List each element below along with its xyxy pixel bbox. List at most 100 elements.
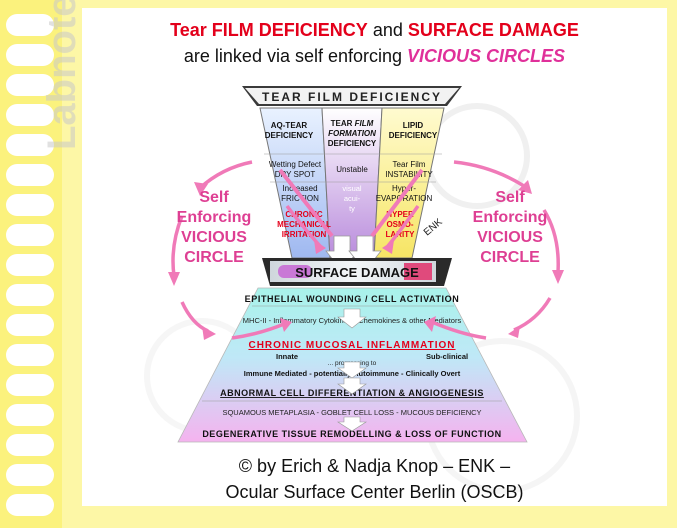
tear-film-instability-1: Tear Film xyxy=(393,160,426,169)
dry-spot-text: DRY SPOT xyxy=(275,170,316,179)
pink-arrow xyxy=(370,168,424,238)
down-arrow-icon xyxy=(337,377,367,395)
film-hole xyxy=(6,284,54,306)
enk-label: ENK xyxy=(422,216,445,238)
title-line-1: Tear FILM DEFICIENCY and SURFACE DAMAGE xyxy=(82,20,667,41)
pink-arrow xyxy=(453,160,525,188)
arrowhead-icon xyxy=(552,270,564,284)
slide-card: Tear FILM DEFICIENCY and SURFACE DAMAGE … xyxy=(82,8,667,506)
subclinical-text: Sub-clinical xyxy=(426,352,468,361)
pink-arrow xyxy=(180,301,209,333)
left-circle-line: CIRCLE xyxy=(184,249,244,266)
film-hole xyxy=(6,194,54,216)
film-hole xyxy=(6,374,54,396)
pink-arrow xyxy=(231,322,285,340)
labnotes-watermark: Labnotes xyxy=(40,0,84,150)
unstable-text: Unstable xyxy=(336,165,368,174)
film-hole xyxy=(6,134,54,156)
surface-damage-tissue-icon xyxy=(404,263,432,280)
arrowhead-icon xyxy=(168,272,180,286)
title-line-2: are linked via self enforcing VICIOUS CI… xyxy=(82,46,667,67)
funnel-header-text: TEAR FILM DEFICIENCY xyxy=(262,90,442,104)
left-circle-line: Self xyxy=(199,189,229,206)
diagram-svg: TEAR FILM DEFICIENCY AQ-TEAR DEFICIENCY … xyxy=(144,86,580,494)
funnel-header-bg xyxy=(245,88,459,104)
title-and: and xyxy=(372,20,403,40)
left-vicious-circle-label: Self Enforcing VICIOUS CIRCLE xyxy=(174,188,254,268)
arrowhead-icon xyxy=(314,240,326,254)
mechanical-text: MECHANICAL xyxy=(277,220,331,229)
pink-arrow xyxy=(513,297,552,332)
film-hole xyxy=(6,434,54,456)
footer-institution: Ocular Surface Center Berlin (OSCB) xyxy=(225,482,524,502)
film-hole xyxy=(6,164,54,186)
title-tear-film: Tear FILM DEFICIENCY xyxy=(170,20,368,40)
left-circle-line: VICIOUS xyxy=(181,229,247,246)
right-circle-arrowheads xyxy=(382,180,564,338)
tff-label-1: TEAR FILM xyxy=(331,119,374,128)
film-hole xyxy=(6,254,54,276)
increased-text: Increased xyxy=(282,184,317,193)
right-circle-line: VICIOUS xyxy=(477,229,543,246)
film-strip-border xyxy=(0,0,62,528)
film-hole xyxy=(6,104,54,126)
down-arrow-icon xyxy=(337,308,367,329)
hyper-osmo-3: LARITY xyxy=(386,230,416,239)
irritation-text: IRRITATION xyxy=(282,230,327,239)
pink-arrow xyxy=(171,215,184,277)
degenerative-remodelling-text: DEGENERATIVE TISSUE REMODELLING & LOSS O… xyxy=(202,429,501,439)
title-surface-damage: SURFACE DAMAGE xyxy=(407,20,579,40)
pink-arrow xyxy=(542,209,560,273)
film-hole xyxy=(6,14,54,36)
visual-acuity-2: acui- xyxy=(344,194,361,203)
title-linked: are linked via self enforcing xyxy=(183,46,403,66)
innate-text: Innate xyxy=(276,352,298,361)
surface-damage-bar xyxy=(270,261,436,282)
arrowhead-icon xyxy=(518,180,532,194)
arrowhead-icon xyxy=(382,240,394,254)
tff-label-4: DEFICIENCY xyxy=(328,139,377,148)
lipid-label-2: DEFICIENCY xyxy=(389,131,438,140)
film-hole xyxy=(6,404,54,426)
hyper-text: Hyper- xyxy=(392,184,416,193)
right-vicious-circle-label: Self Enforcing VICIOUS CIRCLE xyxy=(470,188,550,268)
left-circle-arrowheads xyxy=(168,182,326,340)
aq-label-1: AQ-TEAR xyxy=(271,121,308,130)
footer-copyright: © by Erich & Nadja Knop – ENK – xyxy=(238,456,511,476)
down-arrow-icon xyxy=(336,416,368,432)
chronic-text: CHRONIC xyxy=(285,210,323,219)
surface-damage-cell-icon xyxy=(278,265,312,278)
visual-acuity-3: ty xyxy=(349,204,355,213)
film-hole xyxy=(6,494,54,516)
film-hole xyxy=(6,74,54,96)
right-circle-line: Self xyxy=(495,189,525,206)
film-hole xyxy=(6,314,54,336)
arrowhead-icon xyxy=(508,326,520,338)
pink-arrow xyxy=(278,168,334,238)
hyper-osmo-1: HYPER xyxy=(386,210,414,219)
left-circle-line: Enforcing xyxy=(176,209,252,226)
pink-arrow xyxy=(431,320,487,340)
right-circle-line: CIRCLE xyxy=(480,249,540,266)
film-hole xyxy=(6,464,54,486)
tff-label-3: FORMATION xyxy=(328,129,376,138)
surface-damage-text: SURFACE DAMAGE xyxy=(295,265,419,280)
down-arrow-icon xyxy=(337,361,367,379)
hyper-osmo-2: OSMO- xyxy=(386,220,413,229)
film-hole xyxy=(6,344,54,366)
chronic-inflammation-text: CHRONIC MUCOSAL INFLAMMATION xyxy=(248,340,455,351)
arrowhead-icon xyxy=(202,326,216,340)
aq-label-2: DEFICIENCY xyxy=(265,131,314,140)
epithelial-wounding-text: EPITHELIAL WOUNDING / CELL ACTIVATION xyxy=(245,294,460,304)
right-circle-line: Enforcing xyxy=(472,209,548,226)
squamous-metaplasia-text: SQUAMOUS METAPLASIA - GOBLET CELL LOSS -… xyxy=(222,408,481,417)
wetting-defect-text: Wetting Defect xyxy=(269,160,322,169)
title-vicious-circles: VICIOUS CIRCLES xyxy=(407,46,566,66)
evaporation-text: EVAPORATION xyxy=(376,194,433,203)
film-hole xyxy=(6,44,54,66)
arrowhead-icon xyxy=(194,182,208,196)
lipid-label-1: LIPID xyxy=(403,121,424,130)
arrowhead-icon xyxy=(424,316,436,332)
visual-acuity-1: visual xyxy=(342,184,362,193)
tear-film-instability-2: INSTABILITY xyxy=(385,170,433,179)
